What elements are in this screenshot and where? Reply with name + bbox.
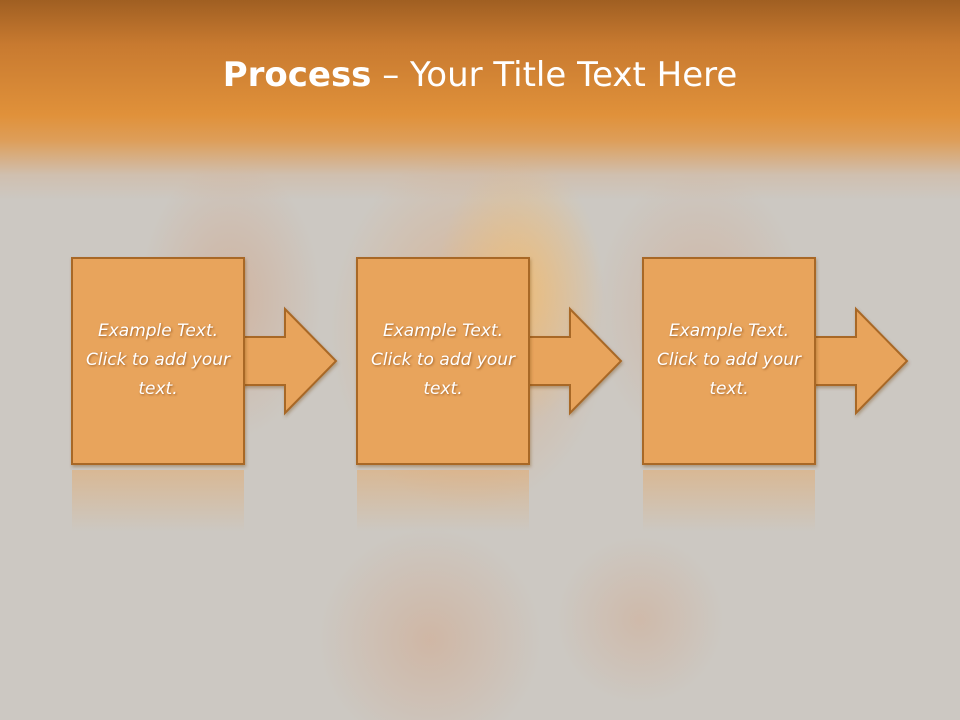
title-bold: Process	[222, 55, 372, 95]
slide-title[interactable]: Process – Your Title Text Here	[0, 50, 960, 100]
process-step-3[interactable]	[642, 257, 909, 532]
step-2-label: Example Text. Click to add your text.	[370, 320, 515, 399]
step-box	[356, 257, 530, 465]
title-rest: – Your Title Text Here	[371, 55, 738, 95]
header-band	[0, 0, 960, 200]
step-3-label: Example Text. Click to add your text.	[656, 320, 801, 399]
step-box-reflection	[643, 470, 815, 532]
right-arrow-icon	[526, 306, 623, 416]
right-arrow-icon	[812, 306, 909, 416]
step-box	[642, 257, 816, 465]
step-1-label: Example Text. Click to add your text.	[85, 320, 230, 399]
step-2-text[interactable]: Example Text. Click to add your text.	[359, 260, 527, 460]
step-1-text[interactable]: Example Text. Click to add your text.	[74, 260, 242, 460]
step-3-text[interactable]: Example Text. Click to add your text.	[645, 260, 813, 460]
step-box-reflection	[72, 470, 244, 532]
right-arrow-icon	[241, 306, 338, 416]
process-step-2[interactable]	[356, 257, 623, 532]
step-box-reflection	[357, 470, 529, 532]
step-box	[71, 257, 245, 465]
process-step-1[interactable]	[71, 257, 338, 532]
